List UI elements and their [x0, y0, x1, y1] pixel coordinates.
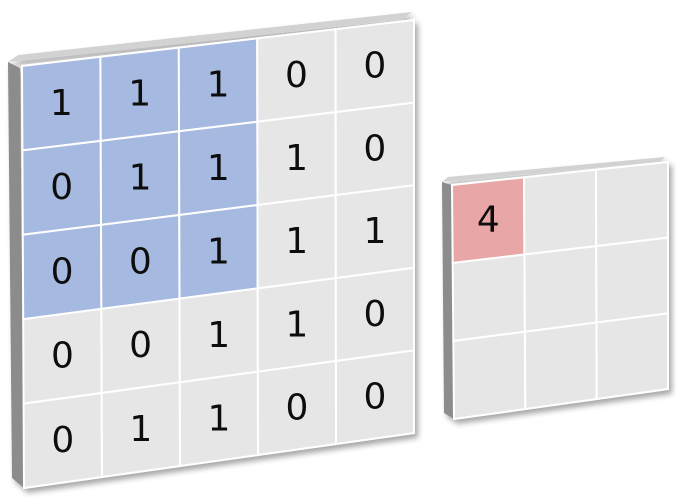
input-value-r2-c0: 0 [51, 251, 74, 292]
input-matrix-cells [20, 18, 415, 490]
input-matrix-values: 1 1 1 0 0 0 1 1 1 0 0 0 1 1 1 0 0 1 1 0 0 1 1 0 0 [50, 45, 387, 460]
input-cell-r4-c4 [334, 349, 415, 446]
output-cell-r2-c2 [595, 312, 669, 401]
output-matrix-top-edge [442, 157, 665, 182]
input-value-r2-c1: 0 [129, 241, 152, 282]
input-value-r3-c2: 1 [207, 315, 230, 356]
input-value-r1-c2: 1 [207, 148, 230, 189]
output-cell-r1-c2 [595, 236, 669, 324]
input-value-r3-c1: 0 [129, 325, 152, 366]
input-value-r4-c4: 0 [364, 377, 387, 418]
output-cell-r2-c0 [452, 330, 527, 421]
output-matrix-side-edge [442, 182, 454, 419]
input-value-r4-c3: 0 [285, 387, 308, 428]
input-value-r1-c3: 1 [285, 138, 308, 179]
output-cell-r0-c2 [594, 160, 669, 248]
input-value-r0-c4: 0 [363, 45, 386, 86]
output-cell-r1-c0 [451, 253, 526, 343]
output-matrix: 4 [442, 157, 669, 421]
input-matrix-top-edge [8, 12, 412, 62]
input-value-r1-c0: 0 [50, 167, 73, 208]
input-value-r0-c1: 1 [128, 74, 151, 115]
input-value-r0-c3: 0 [285, 55, 308, 96]
input-value-r3-c0: 0 [51, 336, 74, 377]
output-cell-r2-c1 [523, 321, 598, 411]
output-matrix-values: 4 [477, 199, 500, 240]
output-cell-r0-c1 [522, 168, 598, 256]
output-matrix-cells [450, 160, 669, 421]
output-value-r0-c0: 4 [477, 199, 500, 240]
input-value-r2-c4: 1 [363, 211, 386, 252]
input-value-r4-c2: 1 [207, 398, 230, 439]
input-matrix-side-edge [8, 62, 24, 488]
input-matrix: 1 1 1 0 0 0 1 1 1 0 0 0 1 1 1 0 0 1 1 0 0 1 1 0 0 [8, 12, 415, 490]
input-value-r3-c4: 0 [363, 294, 386, 335]
input-value-r0-c2: 1 [207, 64, 230, 105]
input-value-r4-c1: 1 [129, 409, 152, 450]
input-value-r0-c0: 1 [50, 83, 73, 124]
input-value-r3-c3: 1 [285, 304, 308, 345]
input-value-r1-c1: 1 [129, 157, 152, 198]
input-value-r4-c0: 0 [51, 420, 74, 461]
input-value-r2-c2: 1 [207, 231, 230, 272]
output-cell-r1-c1 [523, 244, 598, 333]
input-value-r2-c3: 1 [285, 221, 308, 262]
input-value-r1-c4: 0 [363, 128, 386, 169]
